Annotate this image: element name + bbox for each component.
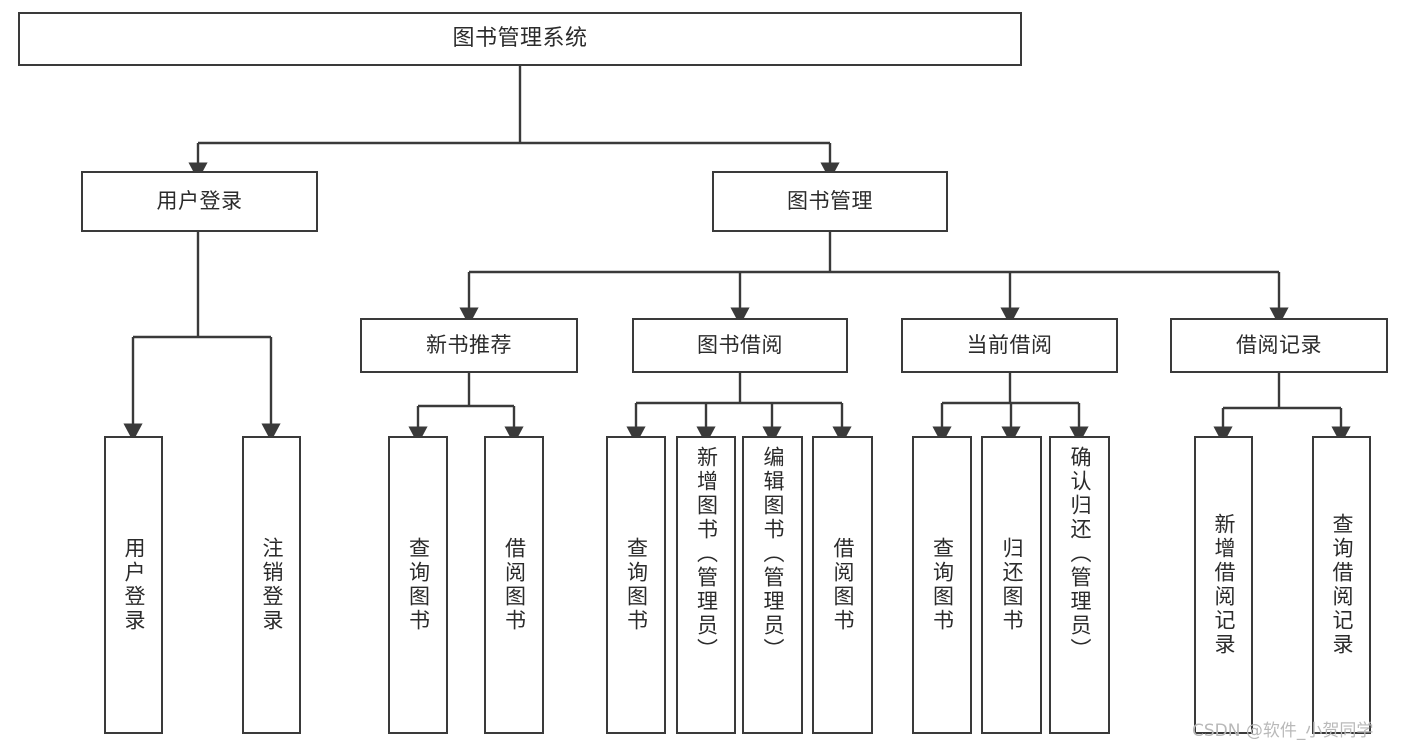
node-leaf-edit-book[interactable]: 编辑图书（管理员） xyxy=(742,436,803,734)
node-book-manage[interactable]: 图书管理 xyxy=(712,171,948,232)
node-leaf-query-book-2-label: 查询图书 xyxy=(624,537,649,633)
node-leaf-user-login-label: 用户登录 xyxy=(122,537,146,633)
node-leaf-borrow-book-1-label: 借阅图书 xyxy=(502,537,527,633)
node-leaf-logout-label: 注销登录 xyxy=(260,537,284,633)
node-user-login-label: 用户登录 xyxy=(156,189,243,214)
node-leaf-query-book-1-label: 查询图书 xyxy=(406,537,431,633)
node-borrow-record-label: 借阅记录 xyxy=(1236,333,1322,358)
node-leaf-borrow-book-2-label: 借阅图书 xyxy=(831,537,855,633)
node-borrow-record[interactable]: 借阅记录 xyxy=(1170,318,1388,373)
node-leaf-add-book-label: 新增图书（管理员） xyxy=(694,446,719,662)
node-root-system-label: 图书管理系统 xyxy=(452,26,588,52)
node-leaf-add-record[interactable]: 新增借阅记录 xyxy=(1194,436,1253,734)
node-user-login[interactable]: 用户登录 xyxy=(81,171,318,232)
node-leaf-confirm-return[interactable]: 确认归还（管理员） xyxy=(1049,436,1110,734)
node-leaf-query-book-2[interactable]: 查询图书 xyxy=(606,436,666,734)
node-new-book-recommend-label: 新书推荐 xyxy=(426,333,512,358)
node-leaf-return-book[interactable]: 归还图书 xyxy=(981,436,1042,734)
node-book-borrow[interactable]: 图书借阅 xyxy=(632,318,848,373)
node-leaf-query-book-3[interactable]: 查询图书 xyxy=(912,436,972,734)
node-book-manage-label: 图书管理 xyxy=(787,189,873,214)
node-leaf-query-record-label: 查询借阅记录 xyxy=(1330,513,1354,657)
node-new-book-recommend[interactable]: 新书推荐 xyxy=(360,318,578,373)
node-leaf-edit-book-label: 编辑图书（管理员） xyxy=(761,446,785,662)
csdn-watermark: CSDN @软件_小贺同学 xyxy=(1192,721,1374,741)
node-current-borrow-label: 当前借阅 xyxy=(966,333,1053,358)
node-leaf-add-record-label: 新增借阅记录 xyxy=(1212,513,1236,657)
node-leaf-user-login[interactable]: 用户登录 xyxy=(104,436,163,734)
node-book-borrow-label: 图书借阅 xyxy=(697,333,783,358)
node-leaf-confirm-return-label: 确认归还（管理员） xyxy=(1068,446,1092,662)
node-leaf-logout[interactable]: 注销登录 xyxy=(242,436,301,734)
node-current-borrow[interactable]: 当前借阅 xyxy=(901,318,1118,373)
node-leaf-query-record[interactable]: 查询借阅记录 xyxy=(1312,436,1371,734)
node-leaf-add-book[interactable]: 新增图书（管理员） xyxy=(676,436,736,734)
node-leaf-borrow-book-1[interactable]: 借阅图书 xyxy=(484,436,544,734)
node-leaf-return-book-label: 归还图书 xyxy=(1000,537,1024,633)
node-leaf-query-book-1[interactable]: 查询图书 xyxy=(388,436,448,734)
node-leaf-query-book-3-label: 查询图书 xyxy=(930,537,955,633)
node-root-system[interactable]: 图书管理系统 xyxy=(18,12,1022,66)
node-leaf-borrow-book-2[interactable]: 借阅图书 xyxy=(812,436,873,734)
